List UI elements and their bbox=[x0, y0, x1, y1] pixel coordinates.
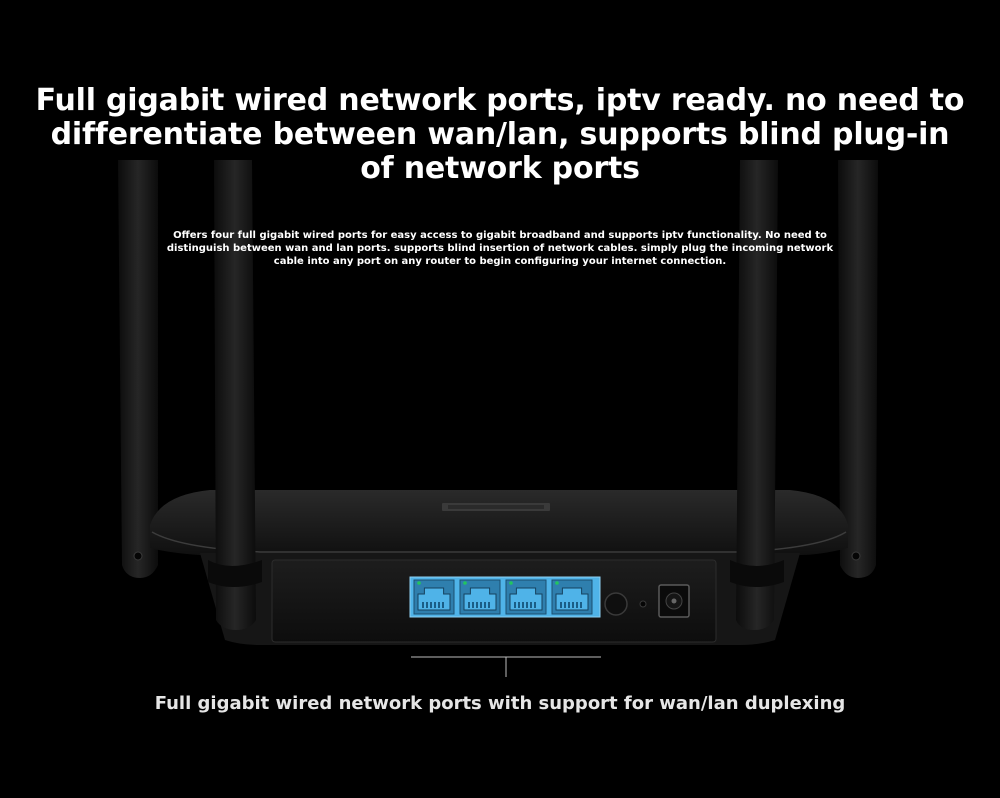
antenna-far-right bbox=[838, 160, 878, 578]
feature-description: Offers four full gigabit wired ports for… bbox=[166, 230, 834, 267]
antenna-left bbox=[208, 160, 262, 630]
ethernet-port-3 bbox=[505, 579, 547, 615]
ethernet-port-2 bbox=[459, 579, 501, 615]
antenna-right bbox=[730, 160, 784, 630]
ethernet-port-4 bbox=[551, 579, 593, 615]
port-status-led-icon bbox=[509, 581, 513, 585]
ethernet-port-1 bbox=[413, 579, 455, 615]
dc-power-jack bbox=[658, 584, 690, 618]
reset-pinhole-icon bbox=[639, 600, 647, 608]
port-status-led-icon bbox=[417, 581, 421, 585]
headline: Full gigabit wired network ports, iptv r… bbox=[35, 83, 965, 186]
port-status-led-icon bbox=[555, 581, 559, 585]
ports-caption: Full gigabit wired network ports with su… bbox=[154, 693, 846, 714]
power-button bbox=[604, 592, 628, 616]
antenna-far-left bbox=[118, 160, 158, 578]
port-status-led-icon bbox=[463, 581, 467, 585]
brand-logo-icon bbox=[442, 503, 550, 511]
ethernet-ports-panel bbox=[409, 576, 601, 618]
callout-line bbox=[411, 656, 601, 677]
